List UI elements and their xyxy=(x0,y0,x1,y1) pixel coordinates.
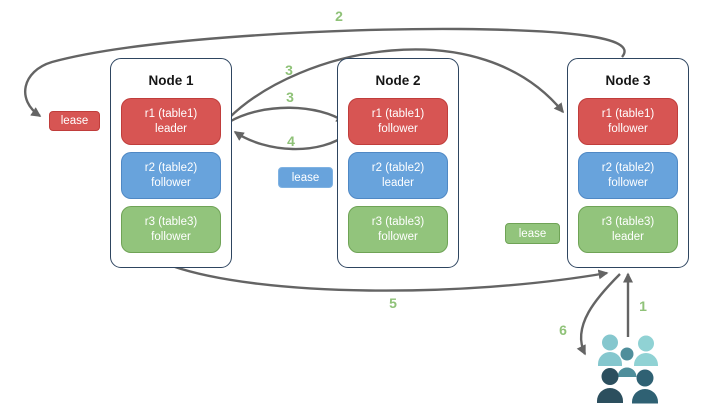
replica-role: follower xyxy=(151,176,191,189)
step-label-3-lower: 3 xyxy=(286,89,294,105)
replica-role: follower xyxy=(378,230,418,243)
node-3-replica-r1: r1 (table1) follower xyxy=(578,98,678,145)
replica-name: r1 (table1) xyxy=(371,107,425,120)
node-2-replica-r1: r1 (table1) follower xyxy=(348,98,448,145)
replica-name: r1 (table1) xyxy=(144,107,198,120)
replica-name: r3 (table3) xyxy=(601,215,655,228)
node-3-title: Node 3 xyxy=(605,73,651,88)
step-label-5: 5 xyxy=(389,295,397,311)
arrow-step-3-to-node3 xyxy=(228,48,564,119)
arrow-step-6 xyxy=(576,273,621,356)
users-icon xyxy=(597,334,658,404)
replica-role: leader xyxy=(382,176,414,189)
replica-name: r1 (table1) xyxy=(601,107,655,120)
arrow-step-3-to-node2 xyxy=(228,106,347,124)
replica-name: r2 (table2) xyxy=(144,161,198,174)
step-label-4: 4 xyxy=(287,133,295,149)
lease-tag-r1: lease xyxy=(49,111,100,131)
replica-name: r2 (table2) xyxy=(371,161,425,174)
lease-tag-r2: lease xyxy=(278,167,333,188)
replica-role: leader xyxy=(155,122,187,135)
node-3-replica-r3: r3 (table3) leader xyxy=(578,206,678,253)
replica-role: follower xyxy=(608,122,648,135)
replica-role: follower xyxy=(151,230,191,243)
node-1-box: Node 1 r1 (table1) leader r2 (table2) fo… xyxy=(110,58,232,268)
step-label-2: 2 xyxy=(335,8,343,24)
node-3-box: Node 3 r1 (table1) follower r2 (table2) … xyxy=(567,58,689,268)
node-2-replica-r3: r3 (table3) follower xyxy=(348,206,448,253)
replica-role: follower xyxy=(608,176,648,189)
arrow-step-5 xyxy=(171,264,609,292)
replica-name: r3 (table3) xyxy=(371,215,425,228)
node-1-replica-r3: r3 (table3) follower xyxy=(121,206,221,253)
node-2-replica-r2: r2 (table2) leader xyxy=(348,152,448,199)
node-2-title: Node 2 xyxy=(375,73,421,88)
node-2-box: Node 2 r1 (table1) follower r2 (table2) … xyxy=(337,58,459,268)
lease-tag-r3: lease xyxy=(505,223,560,244)
replica-role: follower xyxy=(378,122,418,135)
replica-name: r2 (table2) xyxy=(601,161,655,174)
step-label-1: 1 xyxy=(639,298,647,314)
replica-role: leader xyxy=(612,230,644,243)
node-1-title: Node 1 xyxy=(148,73,194,88)
step-label-3-upper: 3 xyxy=(285,62,293,78)
step-label-6: 6 xyxy=(559,322,567,338)
node-1-replica-r2: r2 (table2) follower xyxy=(121,152,221,199)
node-3-replica-r2: r2 (table2) follower xyxy=(578,152,678,199)
arrow-step-2 xyxy=(24,27,626,117)
node-1-replica-r1: r1 (table1) leader xyxy=(121,98,221,145)
replica-name: r3 (table3) xyxy=(144,215,198,228)
